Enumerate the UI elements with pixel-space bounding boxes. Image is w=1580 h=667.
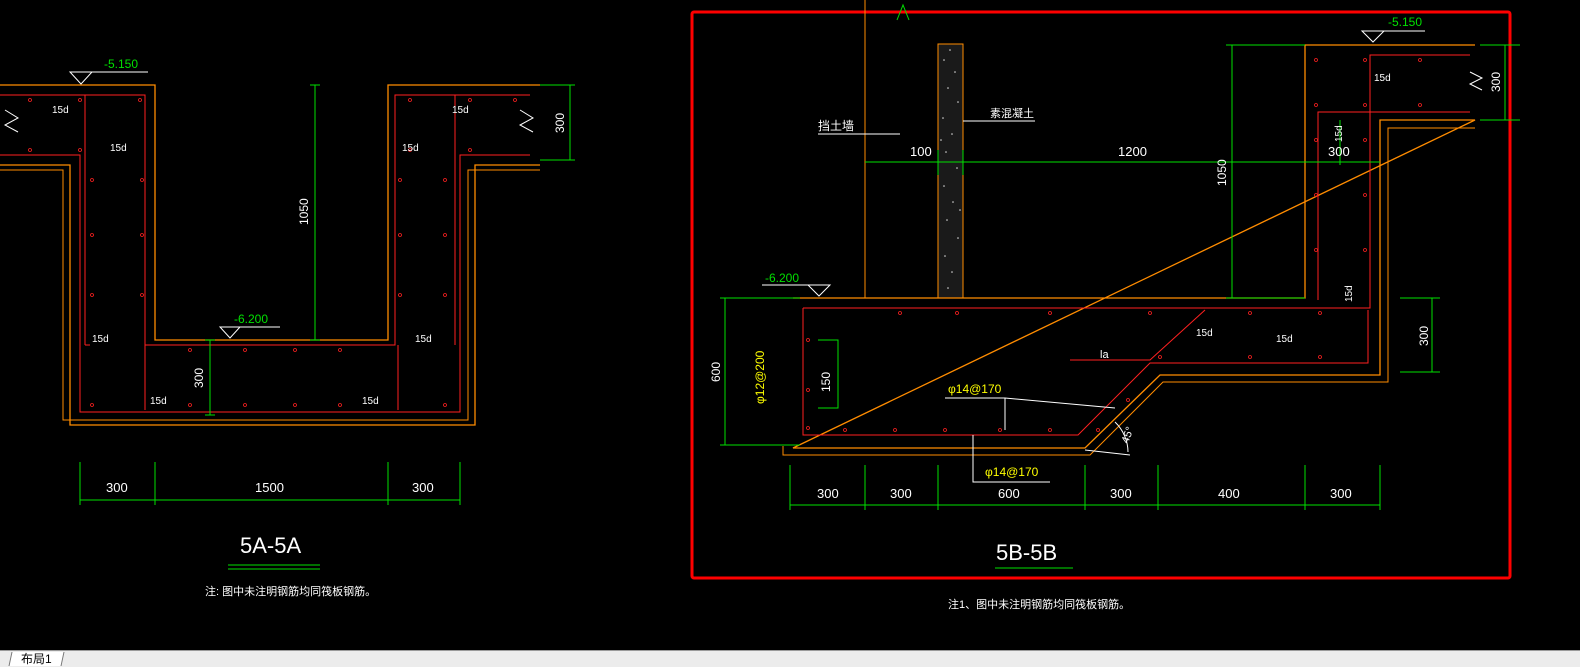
pit-5b-dim-wall-thk: 300 [1328, 144, 1350, 159]
section-5b: -5.150 -6.200 挡土墙 素混凝土 100 1200 1050 300… [690, 0, 1520, 611]
pit-5a-dims [79, 84, 575, 505]
pit-5a-lap-6: 15d [150, 396, 167, 407]
pit-5b-dim-150: 150 [819, 372, 833, 392]
plain-concrete-fill [937, 43, 964, 299]
section-5a: -5.150 -6.200 1050 300 300 300 1500 300 … [0, 57, 575, 598]
pit-5b-rebar [802, 54, 1470, 436]
pit-5b-dim-right: 300 [1417, 326, 1431, 346]
pit-5b-dim-bottom-3: 300 [1110, 486, 1132, 501]
pit-5b-rebar-dots [806, 58, 1422, 432]
pit-5b-dim-bottom-4: 400 [1218, 486, 1240, 501]
pit-5b-angle: 45° [1120, 425, 1137, 445]
pit-5b-elev-top: -5.150 [1388, 15, 1422, 29]
pit-5a-inner-outline [0, 169, 540, 421]
pit-5b-dim-bottom-1: 300 [890, 486, 912, 501]
pit-5b-lap-1: 15d [1334, 125, 1345, 142]
pit-5a-break-left [3, 109, 20, 133]
pit-5b-rebar-bottom: φ14@170 [985, 465, 1039, 479]
pit-5a-dim-bottom-2: 300 [412, 480, 434, 495]
pit-5a-lap-4: 15d [92, 334, 109, 345]
pit-5b-dim-top-slab: 300 [1489, 72, 1503, 92]
pit-5b-title: 5B-5B [996, 540, 1057, 565]
pit-5a-outer-outline [0, 84, 540, 426]
plain-concrete-speckle [940, 49, 961, 289]
break-top [896, 3, 910, 21]
pit-5b-dim-bottom-5: 300 [1330, 486, 1352, 501]
pit-5b-elev-top-marker [1360, 30, 1425, 43]
pit-5a-dim-bottom-1: 1500 [255, 480, 284, 495]
break-right [1468, 71, 1484, 91]
pit-5a-elev-top: -5.150 [104, 57, 138, 71]
cad-drawing: -5.150 -6.200 1050 300 300 300 1500 300 … [0, 0, 1520, 611]
pit-5a-lap-7: 15d [362, 396, 379, 407]
drawing-canvas[interactable]: -5.150 -6.200 1050 300 300 300 1500 300 … [0, 0, 1580, 650]
pit-5b-lap-4: 15d [1276, 334, 1293, 345]
selection-frame [690, 10, 1512, 580]
tab-layout1[interactable]: 布局1 [8, 652, 65, 666]
pit-5b-rebar-side: φ12@200 [753, 350, 767, 404]
pit-5b-fill-label: 素混凝土 [990, 106, 1034, 120]
pit-5a-lap-2: 15d [452, 105, 469, 116]
pit-5b-dim-bottom-2: 600 [998, 486, 1020, 501]
pit-5a-elev-bottom-marker [218, 326, 280, 339]
pit-5a-lap-0: 15d [52, 105, 69, 116]
layout-tab-bar: 布局1 [0, 650, 1580, 667]
pit-5b-wall-label: 挡土墙 [818, 119, 854, 133]
pit-5b-dim-1050: 1050 [1215, 159, 1229, 186]
pit-5b-lap-3: 15d [1196, 328, 1213, 339]
pit-5a-dim-bottom-0: 300 [106, 480, 128, 495]
pit-5a-break-right [518, 109, 535, 133]
pit-5b-lap-2: 15d [1344, 285, 1355, 302]
pit-5b-lap-0: 15d [1374, 73, 1391, 84]
pit-5a-dim-depth: 1050 [297, 198, 311, 225]
pit-5b-dim-1200: 1200 [1118, 144, 1147, 159]
pit-5a-rebar [0, 94, 530, 413]
pit-5b-dim-bottom-0: 300 [817, 486, 839, 501]
pit-5b-dim-left: 600 [709, 362, 723, 382]
tab-layout1-label: 布局1 [21, 652, 52, 666]
pit-5b-dim-100: 100 [910, 144, 932, 159]
pit-5a-elev-top-marker [68, 71, 148, 85]
pit-5a-note: 注: 图中未注明钢筋均同筏板钢筋。 [205, 584, 376, 598]
pit-5a-rebar-dots [28, 98, 517, 407]
pit-5b-outline [792, 44, 1476, 449]
pit-5a-lap-1: 15d [110, 143, 127, 154]
pit-5a-elev-bottom: -6.200 [234, 312, 268, 326]
angle-arc [1114, 421, 1129, 453]
pit-5b-elev-left: -6.200 [765, 271, 799, 285]
pit-5a-lap-3: 15d [402, 143, 419, 154]
pit-5a-dim-slab: 300 [553, 113, 567, 133]
pit-5b-outline-inner [782, 127, 1475, 456]
pit-5b-note: 注1、图中未注明钢筋均同筏板钢筋。 [948, 597, 1130, 611]
pit-5b-elev-left-marker [762, 284, 832, 297]
pit-5b-la: la [1100, 349, 1109, 361]
pit-5a-dim-bottom: 300 [192, 368, 206, 388]
pit-5a-lap-5: 15d [415, 334, 432, 345]
pit-5b-dims [720, 44, 1520, 510]
pit-5b-leaders [818, 120, 1131, 483]
pit-5a-title: 5A-5A [240, 533, 301, 558]
pit-5b-rebar-top: φ14@170 [948, 382, 1002, 396]
